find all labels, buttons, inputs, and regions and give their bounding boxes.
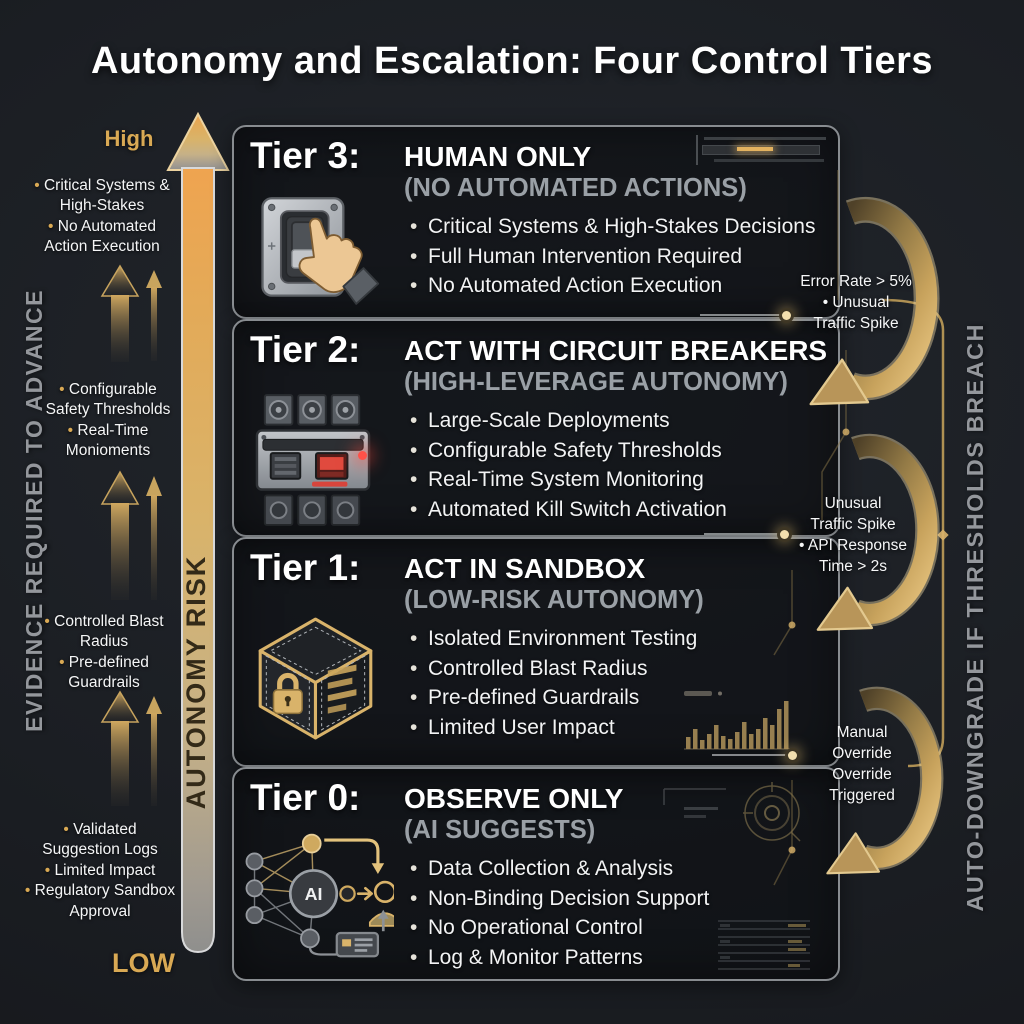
tier-bullet: Automated Kill Switch Activation (408, 495, 832, 525)
downgrade-arrow-icon (826, 686, 944, 875)
tier-1-label: Tier 1: (250, 547, 361, 588)
trigger-line: • Unusual (822, 293, 890, 311)
tier-2-heading: ACT WITH CIRCUIT BREAKERS (404, 335, 828, 366)
advance-arrows-icon (100, 264, 162, 362)
advance-arrows-icon (100, 470, 162, 600)
downgrade-axis-label-wrap: AUTO-DOWNGRADE IF THRESHOLDS BREACH (952, 292, 998, 942)
trigger-line: Traffic Spike (810, 515, 896, 533)
divider-connector-line (704, 533, 784, 535)
tier-1-bullet-list: Isolated Environment Testing Controlled … (408, 624, 832, 742)
trigger-line: Override (832, 744, 892, 762)
trigger-line: Override (832, 765, 892, 783)
tier-0-panel: Tier 0: AI (232, 767, 840, 981)
trigger-line: Manual (836, 724, 888, 741)
tier-3-panel: Tier 3: HUMAN ONLY (NO AUTOMATED ACTIONS… (232, 125, 840, 319)
tier-bullet: Controlled Blast Radius (408, 654, 832, 684)
tier-1-panel: Tier 1: ACT IN SANDBOX (LOW-RISK AUTONOM… (232, 537, 840, 767)
tier-1-subheading: (LOW-RISK AUTONOMY) (404, 586, 704, 614)
switch-hand-icon (261, 197, 380, 305)
hud-table-decoration (718, 920, 810, 970)
trigger-line: Traffic Spike (813, 314, 899, 332)
tier-3-bullet-list: Critical Systems & High-Stakes Decisions… (408, 212, 832, 301)
tier-0-bullet-list: Data Collection & Analysis Non-Binding D… (408, 854, 832, 972)
downgrade-axis-label: AUTO-DOWNGRADE IF THRESHOLDS BREACH (961, 322, 988, 912)
tier-bullet: No Operational Control (408, 913, 832, 943)
evidence-item: Regulatory Sandbox Approval (24, 881, 176, 922)
trigger-line: Triggered (829, 786, 895, 804)
evidence-group-2: Configurable Safety Thresholds Real-Time… (44, 380, 172, 462)
ai-network-icon: AI (245, 833, 394, 958)
trigger-label-1: Error Rate > 5% • Unusual Traffic Spike (793, 272, 919, 335)
evidence-item: Validated Suggestion Logs (24, 820, 176, 861)
evidence-group-1: Critical Systems & High-Stakes No Automa… (26, 176, 178, 258)
trigger-line: Time > 2s (819, 557, 887, 575)
tier-bullet: Full Human Intervention Required (408, 242, 832, 272)
connector-node-icon (788, 751, 797, 760)
tier-bullet: Data Collection & Analysis (408, 854, 832, 884)
tier-3-heading: HUMAN ONLY (404, 141, 592, 172)
tier-bullet: Large-Scale Deployments (408, 406, 832, 436)
tier-2-label: Tier 2: (250, 329, 361, 370)
autonomy-risk-arrow-label: AUTONOMY RISK (181, 555, 211, 810)
tier-0-heading: OBSERVE ONLY (404, 783, 624, 814)
tier-bullet: Configurable Safety Thresholds (408, 436, 832, 466)
evidence-item: Configurable Safety Thresholds (44, 380, 172, 421)
tier-1-heading: ACT IN SANDBOX (404, 553, 646, 584)
divider-connector-line (700, 314, 786, 316)
tier-0-subheading: (AI SUGGESTS) (404, 816, 596, 844)
mini-bar-chart-decoration (684, 691, 790, 750)
tier-0-label: Tier 0: (250, 777, 361, 818)
trigger-line: Error Rate > 5% (800, 273, 912, 290)
tier-bullet: Log & Monitor Patterns (408, 943, 832, 973)
evidence-item: Controlled Blast Radius (32, 612, 176, 653)
trigger-line: Unusual (824, 495, 882, 512)
trigger-label-2: Unusual Traffic Spike • API Response Tim… (792, 494, 914, 578)
evidence-item: Critical Systems & High-Stakes (26, 176, 178, 217)
evidence-item: No Automated Action Execution (26, 217, 178, 258)
evidence-item: Limited Impact (24, 861, 176, 881)
tier-bullet: Limited User Impact (408, 713, 832, 743)
tier-3-subheading: (NO AUTOMATED ACTIONS) (404, 174, 747, 202)
trigger-line: • API Response (799, 536, 907, 554)
tier-bullet: Real-Time System Monitoring (408, 465, 832, 495)
advance-arrows-icon (100, 690, 162, 806)
circuit-breaker-icon (255, 394, 371, 526)
axis-high-label: High (104, 126, 154, 151)
tier-bullet: Critical Systems & High-Stakes Decisions (408, 212, 832, 242)
page-title: Autonomy and Escalation: Four Control Ti… (90, 40, 934, 82)
downgrade-arrow-icon (809, 196, 940, 406)
trigger-label-3: Manual Override Override Triggered (806, 723, 918, 807)
divider-connector-line (712, 754, 792, 756)
alert-light-icon (358, 451, 367, 460)
evidence-item: Real-Time Monioments (44, 421, 172, 462)
tier-2-subheading: (HIGH-LEVERAGE AUTONOMY) (404, 368, 788, 396)
tier-2-panel: Tier 2: (232, 319, 840, 537)
evidence-group-3: Controlled Blast Radius Pre-defined Guar… (32, 612, 176, 694)
tier-bullet: Pre-defined Guardrails (408, 683, 832, 713)
sandbox-cube-icon (258, 617, 373, 740)
tier-3-label: Tier 3: (250, 135, 361, 176)
autonomy-risk-arrow-icon: AUTONOMY RISK (166, 112, 230, 954)
hud-gauge-decoration (663, 782, 801, 842)
tier-bullet: No Automated Action Execution (408, 271, 832, 301)
tier-bullet: Non-Binding Decision Support (408, 884, 832, 914)
axis-low-label: LOW (112, 948, 175, 978)
ai-node-label: AI (305, 884, 323, 904)
downgrade-arrow-icon (816, 433, 940, 631)
tier-2-bullet-list: Large-Scale Deployments Configurable Saf… (408, 406, 832, 524)
tier-bullet: Isolated Environment Testing (408, 624, 832, 654)
connector-node-icon (780, 530, 789, 539)
connector-node-icon (782, 311, 791, 320)
evidence-group-4: Validated Suggestion Logs Limited Impact… (24, 820, 176, 922)
evidence-item: Pre-defined Guardrails (32, 653, 176, 694)
